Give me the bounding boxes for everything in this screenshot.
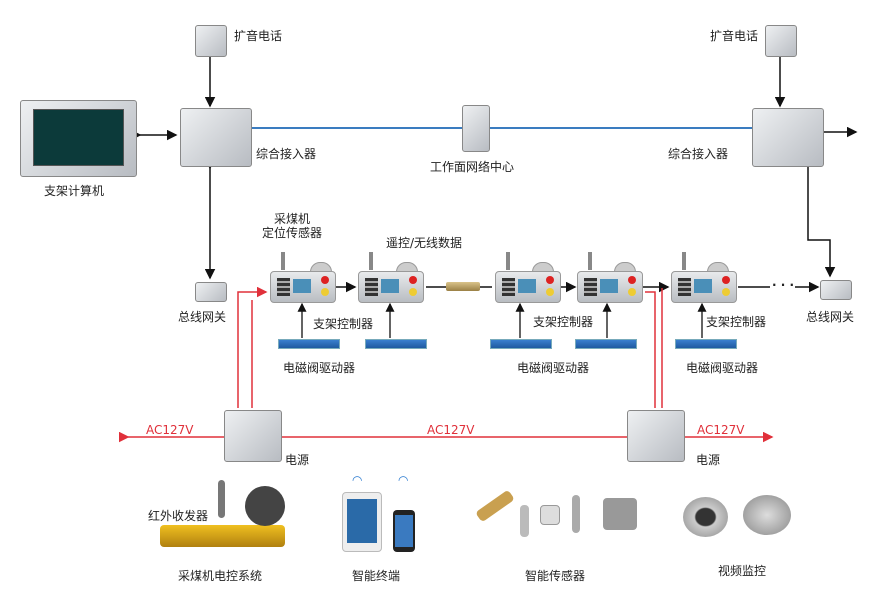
shearer-image: [160, 525, 285, 547]
shearer-sensor-line2: 定位传感器: [262, 226, 323, 240]
valve-driver-3: [490, 339, 552, 349]
access-right-device: [752, 108, 824, 167]
support-computer-device: [20, 100, 137, 177]
gateway-right-label: 总线网关: [806, 310, 855, 324]
driver-label-2: 电磁阀驱动器: [517, 361, 590, 375]
access-left-device: [180, 108, 252, 167]
valve-driver-5: [675, 339, 737, 349]
access-left-label: 综合接入器: [256, 147, 317, 161]
shearer-sensor-label: 采煤机定位传感器: [262, 212, 322, 240]
phone-right-device: [765, 25, 797, 57]
sensor-image-5: [603, 498, 637, 530]
shearer-drum-image: [245, 486, 285, 526]
sensor-image-3: [540, 505, 560, 525]
gateway-right-device: [820, 280, 852, 300]
phone-left-device: [195, 25, 227, 57]
ellipsis: · · ·: [772, 278, 795, 292]
network-center-label: 工作面网络中心: [430, 160, 515, 174]
cable-connector: [446, 282, 480, 291]
sensor-image-4: [572, 495, 580, 533]
computer-screen: [33, 109, 124, 166]
power-left-label: 电源: [285, 453, 310, 467]
gateway-left-label: 总线网关: [178, 310, 227, 324]
video-label: 视频监控: [718, 564, 767, 578]
controller-label-2: 支架控制器: [533, 315, 594, 329]
camera-image-2: [743, 495, 791, 535]
controller-label-3: 支架控制器: [706, 315, 767, 329]
access-right-label: 综合接入器: [668, 147, 729, 161]
driver-label-1: 电磁阀驱动器: [283, 361, 356, 375]
controller-label-1: 支架控制器: [313, 317, 374, 331]
camera-image-1: [683, 497, 728, 537]
shearer-control-label: 采煤机电控系统: [178, 569, 263, 583]
ir-transceiver-label: 红外收发器: [148, 509, 209, 523]
valve-driver-2: [365, 339, 427, 349]
ir-transceiver-image: [218, 480, 225, 518]
wifi-icon: ◠: [352, 473, 363, 487]
phone-right-label: 扩音电话: [710, 29, 759, 43]
smart-sensor-label: 智能传感器: [525, 569, 586, 583]
ac-label-2: AC127V: [427, 423, 475, 437]
sensor-image-2: [520, 505, 529, 537]
valve-driver-1: [278, 339, 340, 349]
support-computer-label: 支架计算机: [44, 184, 105, 198]
wifi-icon: ◠: [398, 473, 409, 487]
shearer-sensor-line1: 采煤机: [274, 212, 311, 226]
remote-wireless-label: 遥控/无线数据: [386, 236, 463, 250]
smart-terminal-label: 智能终端: [352, 569, 401, 583]
driver-label-3: 电磁阀驱动器: [686, 361, 759, 375]
valve-driver-4: [575, 339, 637, 349]
power-right-device: [627, 410, 685, 462]
power-right-label: 电源: [696, 453, 721, 467]
power-left-device: [224, 410, 282, 462]
ac-label-3: AC127V: [697, 423, 745, 437]
gateway-left-device: [195, 282, 227, 302]
ac-label-1: AC127V: [146, 423, 194, 437]
tablet-image: [342, 492, 382, 552]
phone-left-label: 扩音电话: [234, 29, 283, 43]
network-center-device: [462, 105, 490, 152]
phone-image: [393, 510, 415, 552]
